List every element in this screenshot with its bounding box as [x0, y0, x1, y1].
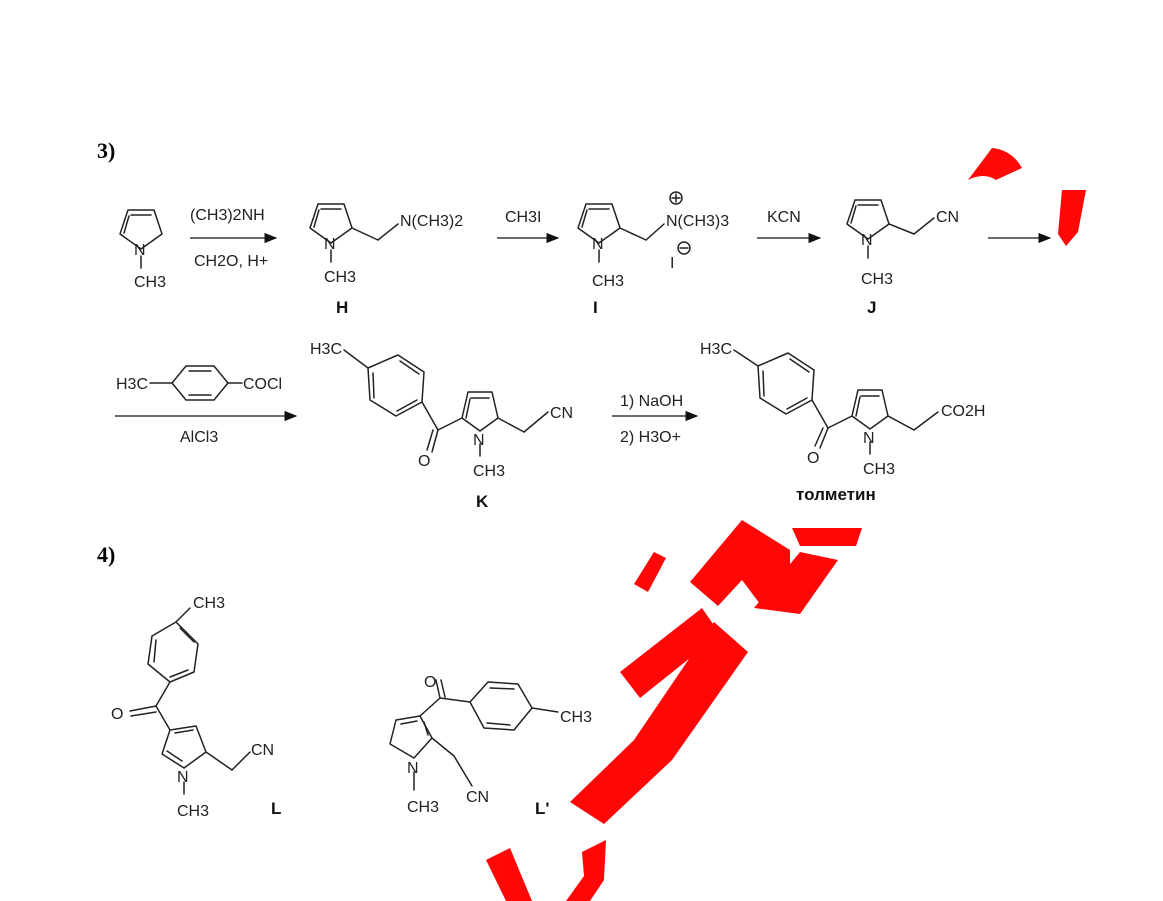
compound-k-aryl-methyl: H3C: [310, 341, 342, 358]
compound-i-methyl: CH3: [592, 273, 624, 290]
compound-i-iodide: I: [670, 255, 674, 272]
compound-k-n-methyl: CH3: [473, 463, 505, 480]
compound-l-prime-carbonyl-oxygen: O: [424, 674, 436, 691]
compound-j-methyl: CH3: [861, 271, 893, 288]
compound-h-nitrogen: N: [324, 236, 336, 253]
compound-l-prime-structure: [389, 679, 559, 791]
reagent-dimethylamine: (CH3)2NH: [190, 207, 265, 224]
compound-l-prime-n-methyl: CH3: [407, 799, 439, 816]
compound-l-prime-nitrile: CN: [466, 789, 489, 806]
tolmetin-aryl-methyl: H3C: [700, 341, 732, 358]
tolmetin-label: толметин: [796, 485, 876, 504]
tolmetin-n-methyl: CH3: [863, 461, 895, 478]
n-methylpyrrole-nitrogen: N: [134, 242, 146, 259]
n-methylpyrrole-structure: [119, 209, 163, 269]
section-4-label: 4): [97, 542, 115, 567]
reagent-potassium-cyanide: KCN: [767, 209, 801, 226]
compound-k-carbonyl-oxygen: O: [418, 453, 430, 470]
compound-l-n-methyl: CH3: [177, 803, 209, 820]
compound-k-nitrile: CN: [550, 405, 573, 422]
tolmetin-carbonyl-oxygen: O: [807, 450, 819, 467]
compound-h-dimethylamino: N(CH3)2: [400, 213, 463, 230]
compound-l-prime-label: L': [535, 799, 549, 818]
toluoyl-methyl: H3C: [116, 376, 148, 393]
reagent-methyl-iodide: CH3I: [505, 209, 541, 226]
compound-l-prime-aryl-methyl: CH3: [560, 709, 592, 726]
reagent-aluminium-chloride: AlCl3: [180, 429, 218, 446]
compound-i-structure: [577, 191, 691, 263]
section-3-label: 3): [97, 138, 115, 163]
compound-j-structure: [846, 199, 935, 259]
compound-l-aryl-methyl: CH3: [193, 595, 225, 612]
compound-l-nitrogen: N: [177, 769, 189, 786]
compound-h-methyl: CH3: [324, 269, 356, 286]
reagent-sodium-hydroxide: 1) NaOH: [620, 393, 683, 410]
compound-h-label: H: [336, 298, 348, 317]
compound-i-label: I: [593, 298, 598, 317]
compound-k-label: K: [476, 492, 489, 511]
toluoyl-acyl-chloride: COCl: [243, 376, 282, 393]
compound-i-trimethylammonium: N(CH3)3: [666, 213, 729, 230]
compound-j-nitrogen: N: [861, 232, 873, 249]
compound-l-prime-nitrogen: N: [407, 760, 419, 777]
tolmetin-structure: [733, 349, 939, 455]
compound-h-structure: [309, 203, 399, 263]
compound-k-structure: [343, 349, 549, 457]
reagent-hydronium: 2) H3O+: [620, 429, 681, 446]
tolmetin-nitrogen: N: [863, 430, 875, 447]
compound-j-nitrile: CN: [936, 209, 959, 226]
compound-l-carbonyl-oxygen: O: [111, 706, 123, 723]
compound-l-structure: [129, 607, 251, 795]
n-methylpyrrole-methyl: CH3: [134, 274, 166, 291]
compound-j-label: J: [867, 298, 876, 317]
reagent-formaldehyde-acid: CH2O, H+: [194, 253, 268, 270]
tolmetin-carboxylic-acid: CO2H: [941, 403, 985, 420]
compound-i-nitrogen: N: [592, 236, 604, 253]
toluoyl-chloride-structure: [149, 365, 243, 401]
compound-l-label: L: [271, 799, 281, 818]
compound-k-nitrogen: N: [473, 432, 485, 449]
compound-l-nitrile: CN: [251, 742, 274, 759]
watermark: [486, 148, 1086, 901]
